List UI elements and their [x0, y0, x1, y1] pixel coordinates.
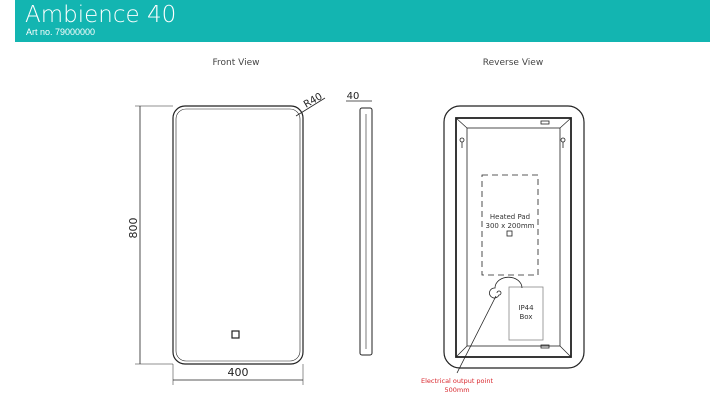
front-mirror-inner: [175, 108, 301, 362]
reverse-inner-frame: [466, 127, 561, 347]
keyhole-hanger-icons: [459, 120, 566, 349]
electrical-output-length: 500mm: [444, 386, 469, 394]
cable-spiral-icon: [489, 276, 523, 299]
depth-dimension: 40: [347, 91, 360, 102]
reverse-view-label: Reverse View: [483, 58, 543, 68]
reverse-frame: [455, 117, 572, 358]
ip44-label: IP44: [518, 304, 534, 312]
ip44-box: [508, 286, 544, 341]
article-number: Art no. 79000000: [26, 27, 96, 37]
side-profile: [359, 107, 373, 356]
reverse-outline: [443, 105, 585, 369]
heated-pad-outline: [481, 174, 539, 276]
electrical-output-label: Electrical output point: [421, 377, 493, 385]
radius-label: R40: [302, 91, 325, 110]
pad-connector-icon: [506, 230, 513, 237]
product-title: Ambience 40: [25, 2, 177, 28]
box-label: Box: [519, 313, 532, 321]
touch-switch-icon: [231, 330, 240, 339]
heated-pad-size: 300 x 200mm: [486, 222, 535, 230]
front-view-label: Front View: [213, 58, 260, 68]
heated-pad-label: Heated Pad: [490, 213, 530, 221]
header-bar: Ambience 40 Art no. 79000000: [15, 0, 710, 42]
radius-leader: [295, 97, 326, 117]
height-dimension: 800: [127, 218, 140, 239]
electrical-leader: [456, 295, 497, 374]
width-dimension: 400: [228, 366, 249, 379]
front-mirror-outline: [172, 105, 304, 365]
